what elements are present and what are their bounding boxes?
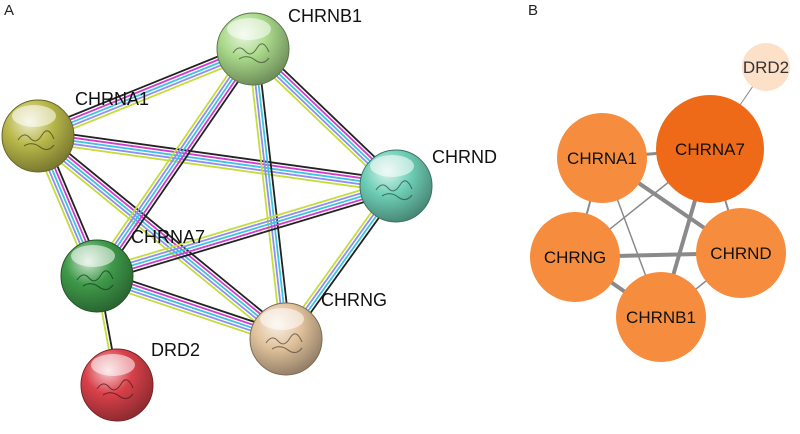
evidence-line-yellow [91, 44, 249, 273]
protein-structure-icon [17, 130, 55, 151]
evidence-line-purple [38, 51, 255, 140]
evidence-line-magenta [97, 188, 398, 280]
label-chrna1: CHRNA1 [567, 149, 637, 168]
label-chrnd: CHRND [432, 147, 497, 167]
evidence-line-black [98, 191, 399, 283]
evidence-line-yellow [33, 140, 283, 345]
node-chrna1 [557, 113, 647, 203]
label-chrng: CHRNG [544, 248, 606, 267]
evidence-line-magenta [36, 45, 253, 134]
evidence-line-yellow [37, 141, 396, 194]
edge-chrna1-chrnb1 [35, 42, 256, 143]
evidence-line-cyan [37, 135, 287, 340]
evidence-line-black [41, 130, 291, 335]
node-drd2 [742, 43, 790, 91]
evidence-line-black [38, 128, 397, 181]
node-chrnd [696, 208, 786, 298]
node-chrnb1 [216, 12, 290, 86]
edge-chrnd-chrna7 [94, 179, 399, 283]
node-gloss [91, 354, 135, 376]
evidence-line-cyan [253, 48, 289, 339]
node-gloss [227, 18, 271, 40]
label-chrnb1: CHRNB1 [626, 308, 696, 327]
label-drd2: DRD2 [151, 340, 200, 360]
evidence-line-cyan [96, 48, 254, 277]
node-chrna1 [1, 99, 75, 173]
node-gloss [260, 308, 304, 330]
label-drd2: DRD2 [743, 58, 789, 77]
node-gloss [12, 105, 56, 127]
node-chrng [249, 302, 323, 376]
label-chrng: CHRNG [321, 290, 387, 310]
evidence-line-black [256, 48, 292, 339]
node-chrna7 [60, 239, 134, 313]
panel-a-nodes [1, 12, 433, 422]
protein-structure-icon [96, 379, 134, 400]
evidence-line-black [35, 42, 252, 132]
evidence-line-purple [250, 49, 286, 340]
evidence-line-purple [95, 182, 396, 274]
node-chrnd [359, 149, 433, 223]
protein-structure-icon [76, 270, 114, 291]
node-gloss [71, 245, 115, 267]
evidence-line-cyan [96, 185, 397, 277]
evidence-line-magenta [38, 132, 397, 184]
panel-b-nodes [530, 43, 790, 362]
edge-chrnb1-chrna7 [91, 44, 259, 281]
protein-structure-icon [265, 333, 303, 354]
edge-chrna1-chrnd [37, 128, 397, 194]
node-gloss [370, 155, 414, 177]
evidence-line-purple [93, 46, 252, 275]
evidence-line-black [101, 52, 259, 281]
node-chrna7 [656, 95, 764, 203]
evidence-line-yellow [39, 53, 256, 143]
node-chrng [530, 212, 620, 302]
protein-structure-icon [232, 43, 270, 64]
evidence-line-purple [35, 137, 285, 343]
panel-b-letter: B [528, 2, 538, 19]
label-chrnd: CHRND [710, 244, 771, 263]
node-drd2 [80, 348, 154, 422]
edge-chrnb1-chrng [247, 48, 292, 340]
node-chrnb1 [616, 272, 706, 362]
label-chrna7: CHRNA7 [675, 140, 745, 159]
protein-structure-icon [375, 180, 413, 201]
evidence-line-cyan [37, 135, 397, 187]
evidence-line-purple [37, 138, 396, 190]
evidence-line-magenta [39, 132, 289, 338]
evidence-line-yellow [247, 49, 283, 340]
label-chrna1: CHRNA1 [75, 89, 149, 109]
label-chrna7: CHRNA7 [131, 227, 205, 247]
evidence-line-yellow [94, 179, 395, 271]
panel-a-letter: A [4, 2, 14, 19]
edge-chrna1-chrng [33, 130, 291, 345]
label-chrnb1: CHRNB1 [288, 6, 362, 26]
evidence-line-magenta [98, 50, 257, 279]
evidence-line-cyan [37, 48, 254, 137]
